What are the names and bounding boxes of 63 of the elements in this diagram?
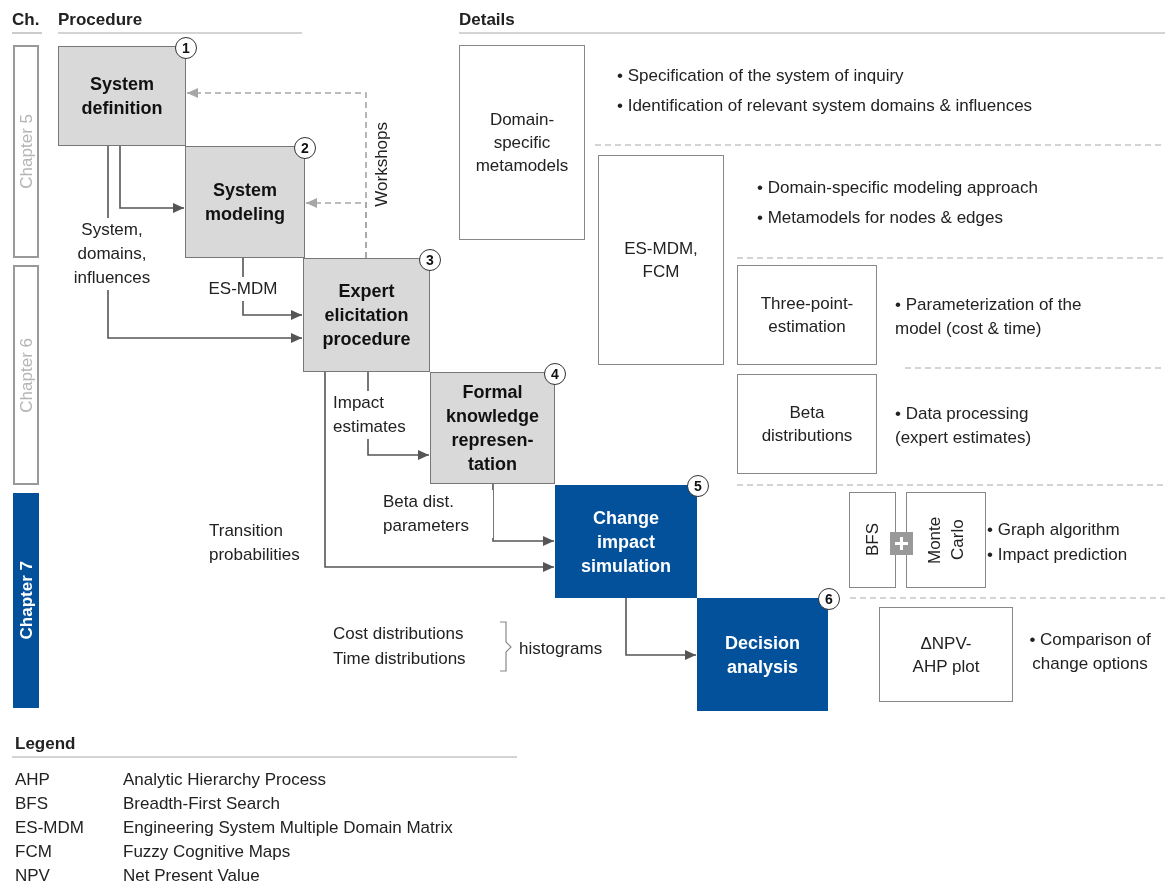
detail-box	[879, 607, 1013, 702]
arrow	[119, 145, 185, 213]
bullet-text: • Comparison of change options	[1028, 629, 1152, 675]
note-text: Cost distributions	[333, 623, 464, 645]
detail-box	[737, 374, 877, 474]
box-label: Change impact simulation	[580, 506, 672, 578]
heading: Procedure	[58, 9, 143, 31]
bullet-text: • Metamodels for nodes & edges	[757, 207, 1003, 229]
step-number: 5	[687, 475, 709, 497]
bullet-text: • Parameterization of the model (cost & time)	[895, 294, 1083, 340]
detail-box	[737, 265, 877, 365]
abbreviation: AHP	[15, 769, 50, 791]
arrow	[492, 483, 555, 546]
detail-box	[849, 492, 896, 588]
note-text: Time distributions	[333, 648, 466, 670]
box-label: Domain-specific metamodels	[474, 109, 570, 177]
vertical-label: Chapter 7	[15, 561, 37, 640]
step-number: 3	[419, 249, 441, 271]
abbreviation: NPV	[15, 865, 50, 885]
vertical-label: BFS	[862, 523, 883, 557]
vertical-label: Chapter 6	[15, 337, 37, 413]
heading: Legend	[15, 733, 76, 755]
step-number: 4	[544, 363, 566, 385]
box-label: Formal knowledge represen- tation	[445, 381, 540, 476]
box-label: Decision analysis	[724, 631, 801, 679]
box-label: Three-point-estimation	[759, 293, 855, 338]
definition: Net Present Value	[123, 865, 260, 885]
step-number: 1	[175, 37, 197, 59]
bullet-text: • Data processing (expert estimates)	[895, 403, 1033, 449]
box-label: System modeling	[204, 179, 286, 226]
step-number: 2	[294, 137, 316, 159]
bullet-text: • Graph algorithm	[987, 519, 1120, 541]
definition: Engineering System Multiple Domain Matrix	[123, 817, 453, 839]
bullet-text: • Specification of the system of inquiry	[617, 65, 904, 87]
bullet-text: • Domain-specific modeling approach	[757, 177, 1038, 199]
detail-box	[906, 492, 986, 588]
detail-box	[598, 155, 724, 365]
arrow	[625, 597, 697, 660]
bullet-text: • Impact prediction	[987, 544, 1128, 566]
box-label: System definition	[80, 73, 164, 120]
definition: Analytic Hierarchy Process	[123, 769, 327, 791]
abbreviation: ES-MDM	[15, 817, 84, 839]
detail-box	[459, 45, 585, 240]
vertical-label: Monte Carlo	[924, 515, 968, 566]
edge-label: Beta dist. parameters	[383, 490, 493, 538]
box-label: Beta distributions	[760, 402, 854, 447]
heading: Ch.	[12, 9, 40, 31]
chapter-band	[13, 45, 39, 258]
box-label: ΔNPV-AHP plot	[911, 632, 981, 678]
abbreviation: FCM	[15, 841, 52, 863]
step-number: 6	[818, 588, 840, 610]
abbreviation: BFS	[15, 793, 49, 815]
heading: Details	[459, 9, 515, 31]
box-label: ES-MDM, FCM	[623, 238, 699, 283]
definition: Breadth-First Search	[123, 793, 280, 815]
definition: Fuzzy Cognitive Maps	[123, 841, 291, 863]
chapter-band	[13, 493, 39, 708]
box-label: Expert elicitation procedure	[321, 280, 412, 351]
arrow	[324, 371, 555, 572]
arrow	[305, 198, 367, 259]
bullet-text: • Identification of relevant system domains & influences	[617, 95, 1033, 117]
vertical-label: Chapter 5	[15, 114, 37, 189]
chapter-band	[13, 265, 39, 485]
